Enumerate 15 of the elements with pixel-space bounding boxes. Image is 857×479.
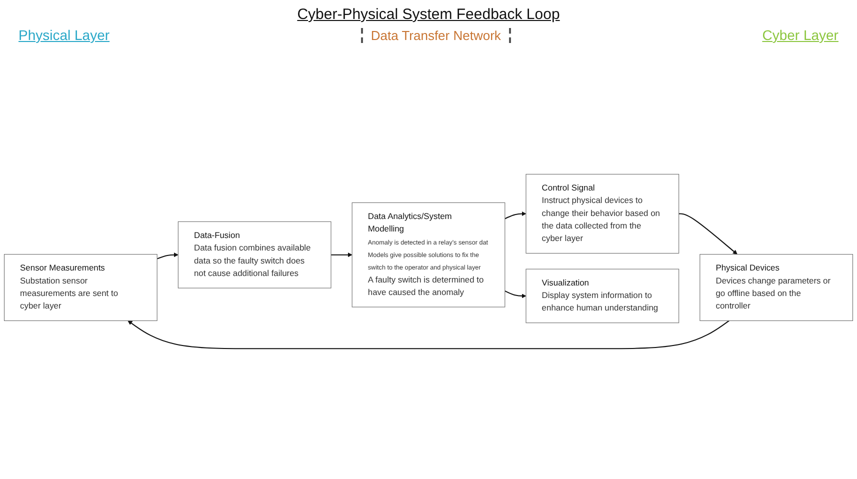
node-box: Physical Devices Devices change parameters or go offline based on the controller	[700, 254, 854, 321]
node-box: Data-Fusion Data fusion combines available data so the faulty switch does not cause additional failures	[178, 220, 332, 288]
arrow	[156, 252, 178, 259]
node-box: Control Signal Instruct physical devices to change their behavior based on the data collected from the cyber layer	[526, 174, 680, 254]
layer-heading: Cyber Layer	[762, 27, 838, 43]
node-box: Sensor Measurements Substation sensor measurements are sent to cyber layer	[4, 254, 158, 321]
arrow	[678, 212, 738, 254]
arrow	[331, 252, 352, 257]
arrow	[128, 320, 730, 349]
network-label: Data Transfer Network	[360, 28, 511, 42]
diagram-title: Cyber-Physical System Feedback Loop	[297, 6, 560, 23]
node-box: Visualization Display system information to enhance human understanding	[526, 268, 680, 323]
layer-heading: Physical Layer	[18, 27, 110, 43]
arrow	[504, 210, 526, 219]
arrow	[504, 290, 526, 298]
